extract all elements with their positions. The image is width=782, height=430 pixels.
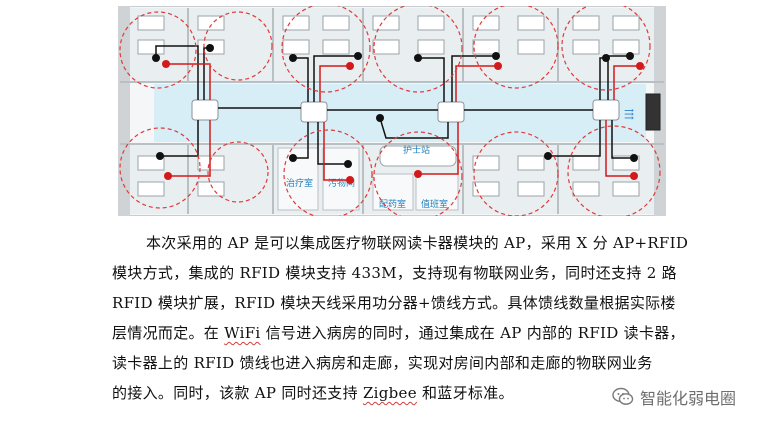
watermark-text: 智能化弱电圈 <box>640 389 737 408</box>
line-text: 层情况而定。在 <box>112 324 225 342</box>
line-text: 本次采用的 AP 是可以集成医疗物联网读卡器模块的 AP，采用 X 分 AP+R… <box>146 234 689 252</box>
access-point-4 <box>592 99 620 121</box>
room-label-dispensary: 配药室 <box>379 198 406 210</box>
wireless-arrows-icon: ⇶ <box>624 107 634 121</box>
access-point-2 <box>300 101 328 123</box>
room-label-nurse-station: 护士站 <box>403 144 430 156</box>
floor-plan-diagram: 治疗室 污物间 护士站 配药室 值班室 ⇶ <box>118 6 666 216</box>
left-wall-column <box>118 6 130 216</box>
nurse-station-desk <box>379 145 457 167</box>
line-text: RFID 模块扩展，RFID 模块天线采用功分器+馈线方式。具体馈线数量根据实际… <box>112 294 676 312</box>
coverage-rings <box>119 6 661 216</box>
paragraph-line: RFID 模块扩展，RFID 模块天线采用功分器+馈线方式。具体馈线数量根据实际… <box>112 288 675 318</box>
watermark: 智能化弱电圈 <box>612 386 736 408</box>
paragraph-line: 的接入。同时，该款 AP 同时还支持 Zigbee 和蓝牙标准。 <box>112 378 672 408</box>
spellcheck-word: Zigbee <box>362 384 417 402</box>
antenna-nodes-black <box>152 44 638 168</box>
room-label-treatment: 治疗室 <box>286 177 313 189</box>
access-point-3 <box>437 101 465 123</box>
duty-room <box>415 173 459 211</box>
corridor <box>154 84 646 142</box>
wechat-logo-icon <box>612 387 634 405</box>
paragraph-line: 模块方式，集成的 RFID 模块支持 433M，支持现有物联网业务，同时还支持 … <box>112 258 677 288</box>
feeder-lines-red <box>166 63 640 181</box>
paragraph-line: 本次采用的 AP 是可以集成医疗物联网读卡器模块的 AP，采用 X 分 AP+R… <box>112 228 688 258</box>
line-text: 的接入。同时，该款 AP 同时还支持 <box>112 384 363 402</box>
antenna-nodes-red <box>162 60 644 184</box>
room-label-duty: 值班室 <box>421 198 448 210</box>
body-paragraph: 本次采用的 AP 是可以集成医疗物联网读卡器模块的 AP，采用 X 分 AP+R… <box>112 228 688 408</box>
beds <box>137 15 640 197</box>
access-points <box>191 99 620 123</box>
access-point-1 <box>191 99 219 121</box>
spellcheck-word: WiFi <box>224 324 261 342</box>
line-text: 模块方式，集成的 RFID 模块支持 433M，支持现有物联网业务，同时还支持 … <box>112 264 677 282</box>
line-text: 信号进入病房的同时，通过集成在 AP 内部的 RFID 读卡器， <box>260 324 685 342</box>
dispensary-room <box>372 173 414 211</box>
feeder-lines-black <box>155 45 634 165</box>
line-text: 读卡器上的 RFID 馈线也进入病房和走廊，实现对房间内部和走廊的物联网业务 <box>112 354 653 372</box>
line-text: 和蓝牙标准。 <box>416 384 514 402</box>
paragraph-line: 读卡器上的 RFID 馈线也进入病房和走廊，实现对房间内部和走廊的物联网业务 <box>112 348 672 378</box>
server-cabinet <box>645 93 661 131</box>
paragraph-line: 层情况而定。在 WiFi 信号进入病房的同时，通过集成在 AP 内部的 RFID… <box>112 318 685 348</box>
